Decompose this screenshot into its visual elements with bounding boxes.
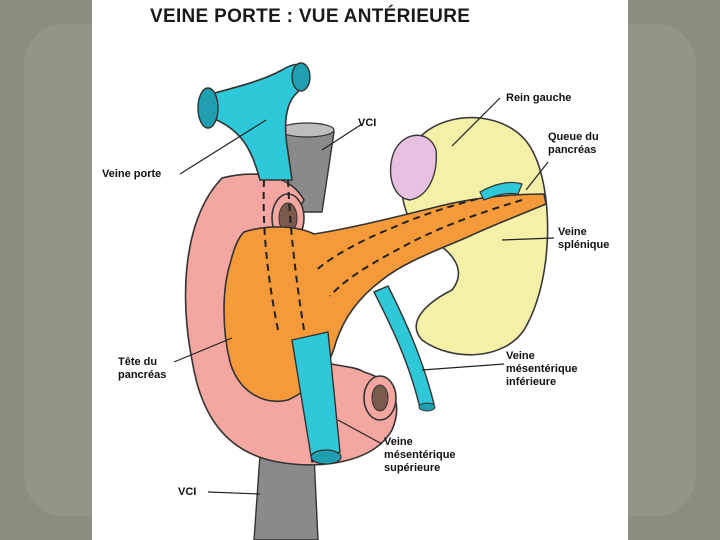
splenic-vein-dashed-2	[329, 199, 523, 297]
label-veine-mesenterique-superieure: Veine mésentérique supérieure	[384, 436, 456, 474]
diagram-panel: VEINE PORTE : VUE ANTÉRIEURE	[92, 0, 628, 540]
portal-vein	[202, 63, 307, 181]
superior-mesenteric-vein	[291, 331, 341, 463]
inferior-mesenteric-vein	[373, 285, 435, 409]
label-vci-bottom: VCI	[178, 486, 197, 498]
ivc-upper-opening	[279, 122, 335, 138]
portal-vein-dashed	[262, 179, 279, 331]
label-rein-gauche: Rein gauche	[506, 92, 572, 104]
label-veine-mesenterique-inferieure: Veine mésentérique inférieure	[506, 350, 578, 388]
portal-vein-dashed-2	[287, 179, 305, 331]
label-veine-splenique: Veine splénique	[558, 226, 610, 251]
label-queue-du-pancreas: Queue du pancréas	[548, 131, 599, 156]
portal-vein-right-branch-opening	[291, 62, 311, 92]
splenic-vein	[479, 181, 523, 201]
ivc-lower	[253, 454, 319, 540]
portal-vein-illustration	[173, 62, 555, 540]
pointer-lines	[173, 97, 555, 495]
adrenal-gland	[389, 134, 437, 201]
label-veine-porte: Veine porte	[102, 168, 162, 180]
duodenum-opening-lower-inner	[371, 384, 389, 412]
superior-mesenteric-vein-opening	[310, 449, 342, 465]
inferior-mesenteric-vein-opening	[418, 402, 436, 412]
diagram-title: VEINE PORTE : VUE ANTÉRIEURE	[150, 6, 471, 27]
label-vci-top: VCI	[358, 117, 377, 129]
splenic-vein-dashed	[313, 189, 513, 273]
portal-vein-left-branch-opening	[197, 87, 219, 129]
label-tete-du-pancreas: Tête du pancréas	[118, 356, 167, 381]
